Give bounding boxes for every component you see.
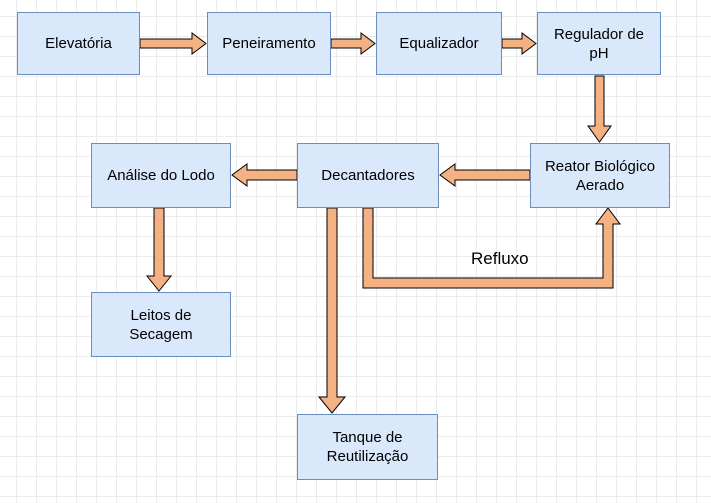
node-label: Tanque de Reutilização [326, 429, 409, 465]
arrow-refluxo [362, 207, 621, 289]
node-analise-lodo: Análise do Lodo [91, 143, 231, 208]
node-equalizador: Equalizador [376, 12, 502, 75]
node-decantadores: Decantadores [297, 143, 439, 208]
node-elevatoria: Elevatória [17, 12, 140, 75]
refluxo-label: Refluxo [471, 249, 529, 268]
node-label: Peneiramento [222, 35, 316, 52]
node-label: Decantadores [321, 167, 415, 184]
arrow-regulador-reator [587, 75, 612, 143]
node-label: Análise do Lodo [107, 167, 215, 184]
node-leitos-secagem: Leitos de Secagem [91, 292, 231, 357]
arrow-decantadores-tanque [317, 207, 347, 414]
node-label: Equalizador [399, 35, 479, 52]
arrow-decantadores-analise [231, 163, 298, 187]
node-reator: Reator Biológico Aerado [530, 143, 670, 208]
node-label: Leitos de Secagem [129, 306, 193, 343]
node-peneiramento: Peneiramento [207, 12, 331, 75]
node-label: Elevatória [45, 35, 112, 52]
node-label: Regulador de pH [553, 25, 645, 62]
arrow-equalizador-regulador [501, 32, 537, 55]
arrow-analise-leitos [145, 207, 173, 292]
arrow-reator-decantadores [439, 163, 531, 187]
arrow-peneiramento-equalizador [330, 32, 376, 55]
node-label: Reator Biológico Aerado [544, 157, 656, 194]
node-regulador-ph: Regulador de pH [537, 12, 661, 75]
node-tanque-reutilizacao: Tanque de Reutilização [297, 414, 438, 480]
arrow-elevatoria-peneiramento [139, 32, 207, 55]
